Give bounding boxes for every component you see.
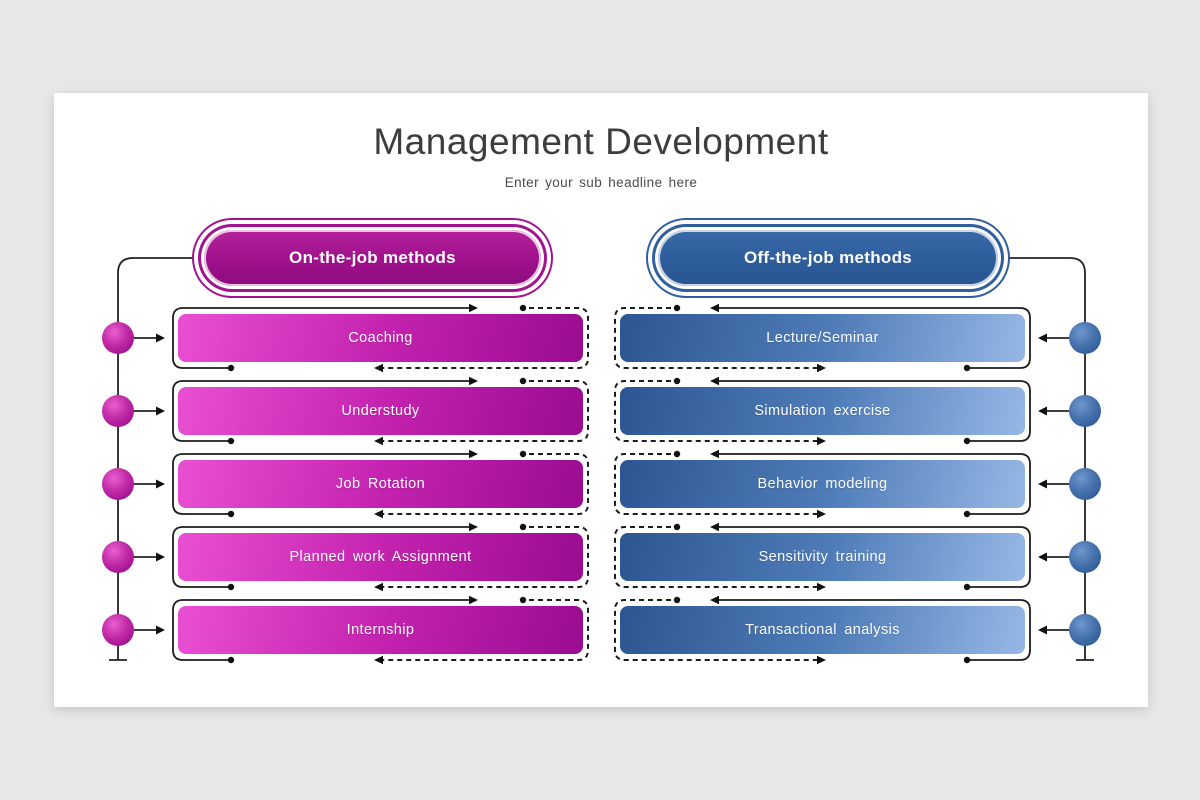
method-bar: Transactional analysis xyxy=(620,606,1025,654)
method-row: Sensitivity training xyxy=(609,521,1036,593)
right-rail-nodes xyxy=(1069,322,1101,646)
method-row: Behavior modeling xyxy=(609,448,1036,520)
method-label: Internship xyxy=(346,622,415,638)
method-bar: Coaching xyxy=(178,314,583,362)
method-row: Internship xyxy=(167,594,594,666)
method-bar: Internship xyxy=(178,606,583,654)
slide: Management Development Enter your sub he… xyxy=(54,93,1148,707)
connector-node xyxy=(102,468,134,500)
method-row: Lecture/Seminar xyxy=(609,302,1036,374)
page-subtitle: Enter your sub headline here xyxy=(504,175,698,190)
connector-node xyxy=(102,614,134,646)
method-label: Simulation exercise xyxy=(754,403,891,419)
method-row: Planned work Assignment xyxy=(167,521,594,593)
method-row: Transactional analysis xyxy=(609,594,1036,666)
method-label: Job Rotation xyxy=(335,476,426,492)
method-label: Planned work Assignment xyxy=(289,549,472,565)
method-bar: Understudy xyxy=(178,387,583,435)
method-label: Understudy xyxy=(341,403,420,419)
method-label: Behavior modeling xyxy=(757,476,888,492)
method-bar: Job Rotation xyxy=(178,460,583,508)
method-label: Lecture/Seminar xyxy=(766,330,879,346)
connector-node xyxy=(1069,614,1101,646)
connector-node xyxy=(1069,322,1101,354)
connector-node xyxy=(1069,468,1101,500)
connector-node xyxy=(1069,395,1101,427)
method-row: Coaching xyxy=(167,302,594,374)
method-label: Sensitivity training xyxy=(758,549,887,565)
left-rail-nodes xyxy=(102,322,134,646)
header-pill-off-the-job: Off-the-job methods xyxy=(658,230,998,286)
method-row: Understudy xyxy=(167,375,594,447)
page-title: Management Development xyxy=(373,121,829,162)
header-pill-on-the-job: On-the-job methods xyxy=(204,230,541,286)
connector-node xyxy=(102,541,134,573)
method-row: Job Rotation xyxy=(167,448,594,520)
method-bar: Planned work Assignment xyxy=(178,533,583,581)
left-rail-arrowheads xyxy=(156,333,165,635)
connector-node xyxy=(102,395,134,427)
right-rail-arrowheads xyxy=(1038,333,1047,635)
method-bar: Behavior modeling xyxy=(620,460,1025,508)
method-label: Coaching xyxy=(348,330,413,346)
method-row: Simulation exercise xyxy=(609,375,1036,447)
method-bar: Simulation exercise xyxy=(620,387,1025,435)
connector-node xyxy=(102,322,134,354)
connector-node xyxy=(1069,541,1101,573)
method-bar: Lecture/Seminar xyxy=(620,314,1025,362)
method-label: Transactional analysis xyxy=(745,622,900,638)
header-label: Off-the-job methods xyxy=(743,248,913,267)
method-bar: Sensitivity training xyxy=(620,533,1025,581)
header-label: On-the-job methods xyxy=(289,248,456,267)
